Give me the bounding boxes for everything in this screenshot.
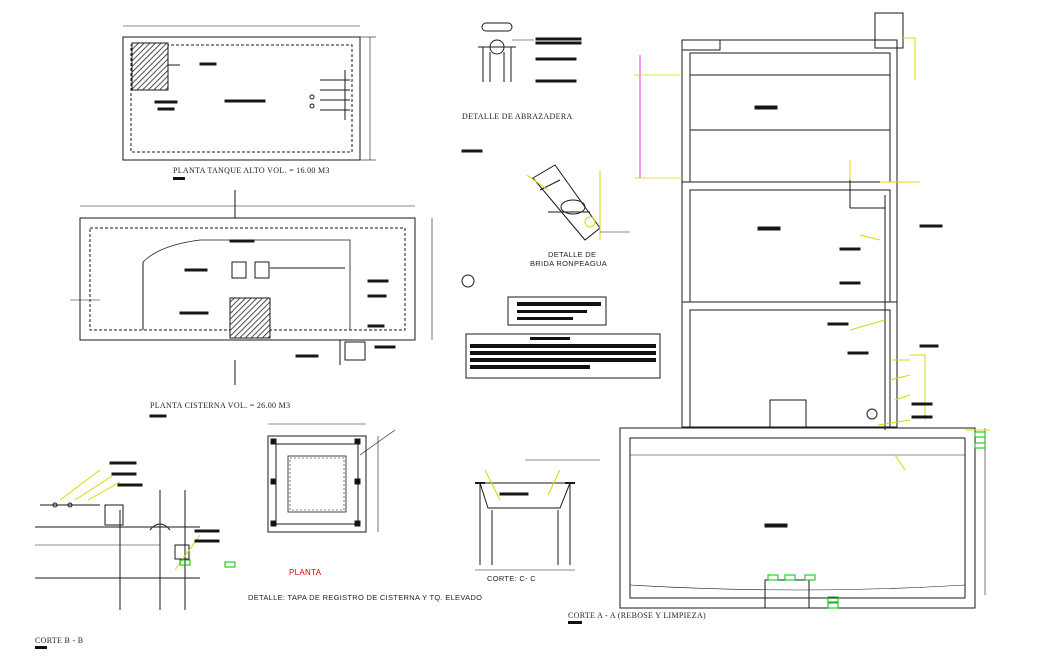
detalle-brida [526,164,630,241]
title-detalle-brida-1: DETALLE DE [548,250,597,259]
detalle-abrazadera [461,22,582,153]
tapa-registro-planta [267,423,396,533]
title-detalle-abrazadera: DETALLE DE ABRAZADERA [462,112,573,121]
title-corte-aa: CORTE A - A (REBOSE Y LIMPIEZA) [568,611,707,620]
corte-bb [35,461,236,610]
planta-tanque-alto [122,25,376,161]
corte-aa [619,12,990,609]
planta-cisterna [70,190,475,418]
title-planta-cisterna: PLANTA CISTERNA VOL. = 26.00 M3 [150,401,291,410]
scale-bar [568,621,582,624]
corte-cc [475,459,600,571]
scale-bar [173,177,185,180]
title-corte-bb: CORTE B - B [35,636,84,645]
title-planta: PLANTA [289,568,322,577]
title-planta-tanque: PLANTA TANQUE ALTO VOL. = 16.00 M3 [173,166,330,175]
notes-boxes [465,296,661,379]
title-detalle-tapa: DETALLE: TAPA DE REGISTRO DE CISTERNA Y … [248,593,483,602]
title-corte-cc: CORTE: C- C [487,574,536,583]
title-detalle-brida-2: BRIDA RONPEAGUA [530,259,608,268]
scale-bar [35,646,47,649]
